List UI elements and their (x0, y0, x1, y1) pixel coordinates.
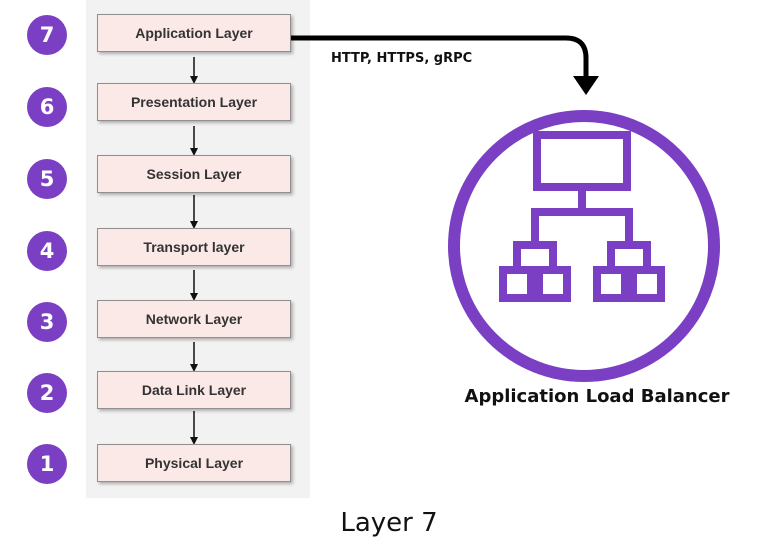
layer-number-badge-1: 1 (27, 444, 67, 484)
layer-number-badge-3: 3 (27, 302, 67, 342)
protocols-label: HTTP, HTTPS, gRPC (331, 51, 473, 66)
layer-number-badge-5: 5 (27, 159, 67, 199)
layer-box-session: Session Layer (97, 155, 291, 193)
load-balancer-hierarchy-icon (448, 110, 720, 382)
load-balancer-caption: Application Load Balancer (464, 386, 730, 407)
application-to-alb-arrow (290, 35, 589, 78)
layer-number-badge-4: 4 (27, 231, 67, 271)
layer-box-network: Network Layer (97, 300, 291, 338)
layer-box-data-link: Data Link Layer (97, 371, 291, 409)
footer-caption: Layer 7 (340, 508, 438, 538)
layer-box-physical: Physical Layer (97, 444, 291, 482)
layer-number-badge-6: 6 (27, 87, 67, 127)
layer-box-presentation: Presentation Layer (97, 83, 291, 121)
application-to-alb-arrowhead (573, 76, 599, 95)
layer-number-badge-7: 7 (27, 15, 67, 55)
layer-number-badge-2: 2 (27, 373, 67, 413)
layer-box-transport: Transport layer (97, 228, 291, 266)
layer-box-application: Application Layer (97, 14, 291, 52)
